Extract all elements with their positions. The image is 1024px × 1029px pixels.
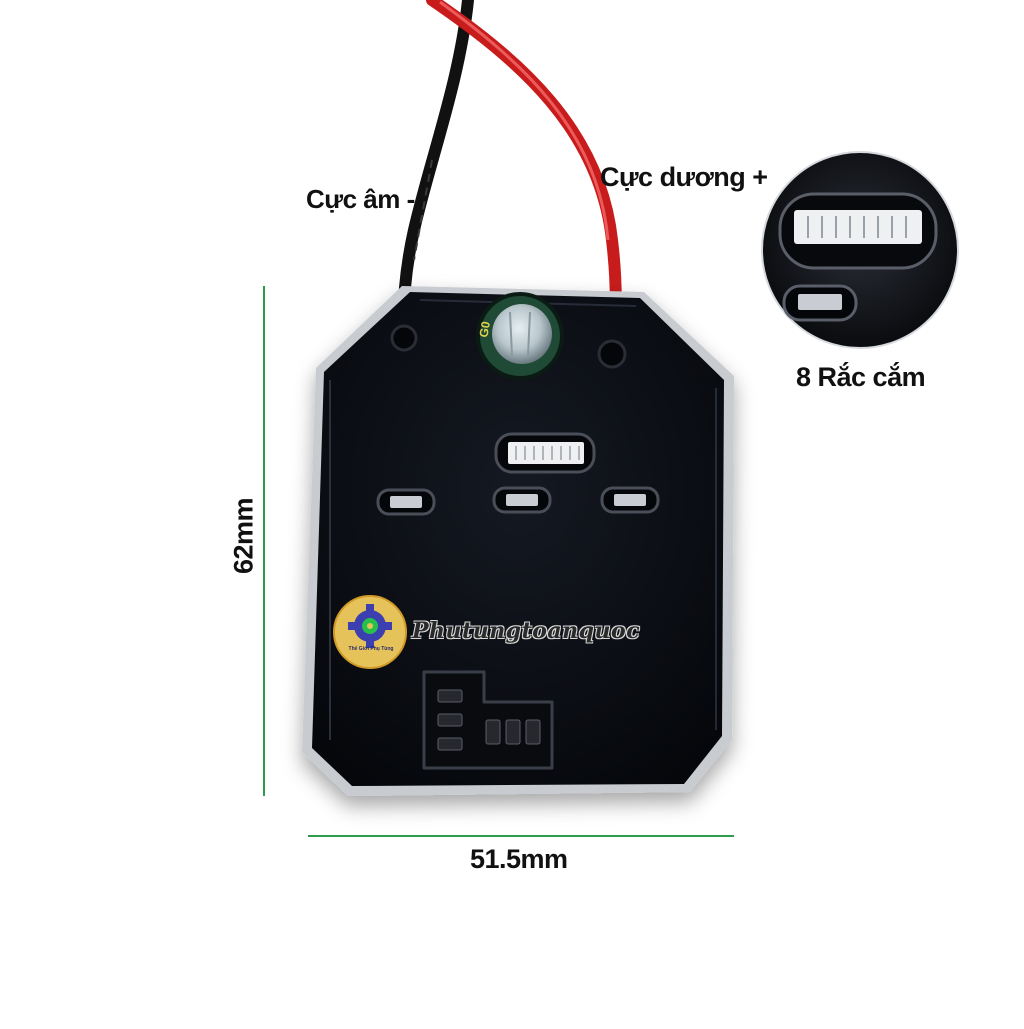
red-wire-highlight xyxy=(439,0,610,241)
brand-watermark: Phutungtoanquoc xyxy=(412,618,641,644)
negative-terminal-label: Cực âm - xyxy=(306,184,415,214)
mosfet-windows xyxy=(376,486,660,516)
positive-terminal xyxy=(597,339,627,369)
width-dimension-label: 51.5mm xyxy=(470,844,568,874)
black-wire-print xyxy=(413,159,433,261)
svg-text:G0: G0 xyxy=(476,320,493,339)
connector-zoom-inset xyxy=(761,151,959,349)
pcb-body xyxy=(312,292,724,786)
positive-terminal-label: Cực dương + xyxy=(600,162,768,192)
height-dimension-label: 62mm xyxy=(228,497,259,575)
connector-plug xyxy=(508,442,584,464)
negative-terminal xyxy=(390,324,418,352)
logo-caption: Thế Giới Phụ Tùng xyxy=(348,646,394,652)
connector-label: 8 Rắc cắm xyxy=(796,362,926,392)
brand-logo xyxy=(333,595,407,669)
